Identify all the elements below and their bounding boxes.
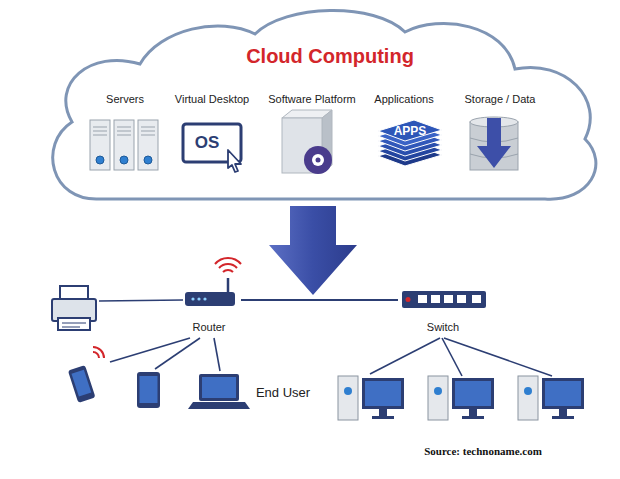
- service-label: Virtual Desktop: [172, 91, 252, 107]
- phone-icon: [68, 347, 104, 403]
- service-label: Applications: [371, 91, 436, 107]
- laptop-icon: [188, 374, 250, 409]
- service-name: Applications: [374, 92, 433, 106]
- service-label: Servers: [103, 91, 147, 107]
- storage-icon: [470, 117, 518, 170]
- cloud-down-arrow: [269, 206, 357, 295]
- tablet-icon: [137, 372, 160, 408]
- screen-text: OS: [195, 133, 220, 153]
- network-device: Switch: [398, 282, 488, 336]
- service-name: Storage / Data: [465, 92, 536, 106]
- group-label: End User: [256, 385, 310, 401]
- desktop-icon: [183, 124, 241, 172]
- cloud-outline: [30, 4, 610, 209]
- desktop-pc-icons: [338, 376, 584, 420]
- device-name: Router: [177, 320, 241, 334]
- software-box-icon: [282, 110, 332, 174]
- service-label: Software Platform: [265, 91, 358, 107]
- service-label: Storage / Data: [462, 91, 539, 107]
- cloud-title: Cloud Computing: [246, 44, 414, 68]
- service-name: Software Platform: [268, 92, 355, 106]
- icon-text: APPS: [394, 124, 427, 138]
- network-link: [241, 299, 398, 301]
- network-device: Router: [177, 282, 241, 336]
- source-note: Source: technoname.com: [424, 444, 542, 458]
- service-name: Virtual Desktop: [175, 92, 249, 106]
- printer-icon: [52, 286, 96, 330]
- router-icon: [185, 258, 241, 306]
- server-icon: [90, 120, 158, 170]
- cloud-region: Cloud ComputingServers Virtual Desktop Sof…: [30, 4, 610, 209]
- apps-stack-icon: [378, 120, 442, 166]
- switch-icon: [402, 291, 486, 308]
- device-wires: [99, 300, 552, 376]
- service-name: Servers: [106, 92, 144, 106]
- device-name: Switch: [398, 320, 488, 334]
